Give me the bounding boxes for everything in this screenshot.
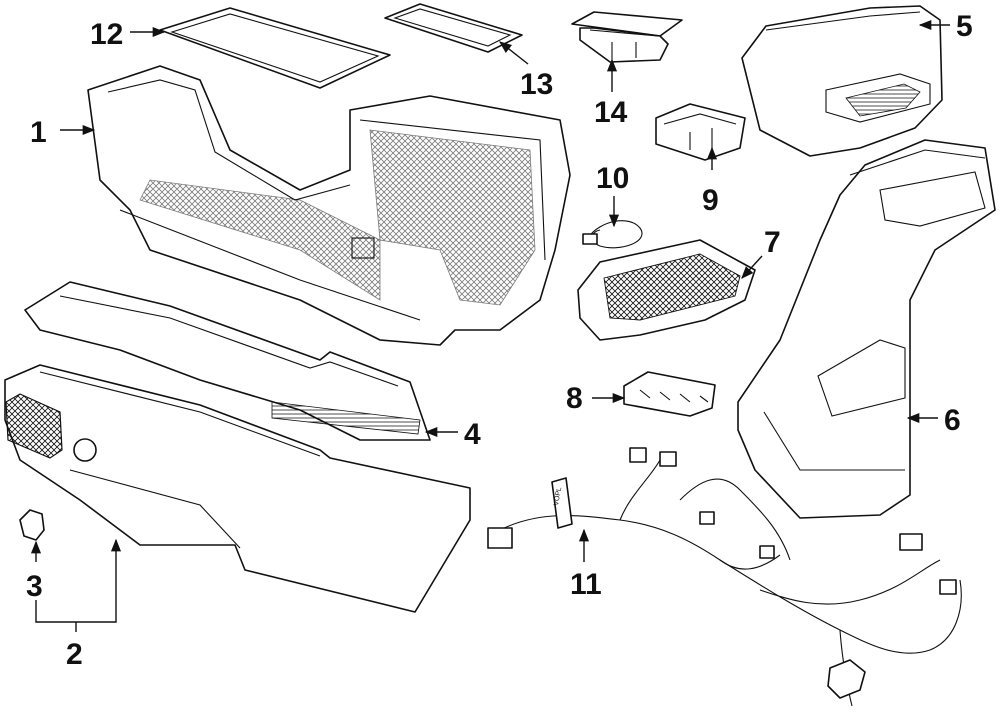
part-9-switch-module (655, 103, 746, 161)
arrow-13 (499, 41, 529, 65)
part-1-console-frame (87, 65, 571, 346)
callout-1: 1 (30, 116, 47, 149)
callout-2: 2 (66, 638, 83, 671)
part-13-storage-mat (384, 3, 523, 53)
arrow-7 (741, 255, 763, 279)
callout-3: 3 (26, 570, 43, 603)
callout-12: 12 (90, 18, 123, 51)
callout-11: 11 (570, 568, 602, 601)
callout-9: 9 (702, 184, 719, 217)
callout-7: 7 (764, 226, 781, 259)
part-7-cup-holder-assembly (577, 239, 756, 341)
part-10-usb-cable (582, 220, 643, 249)
part-3-push-clip (19, 509, 45, 541)
part-2-side-panel (4, 364, 471, 613)
callout-10: 10 (596, 162, 629, 195)
callout-labels: 12 13 14 1 5 9 10 7 8 4 6 3 11 2 (26, 10, 973, 671)
part-11-wiring-harness: VOPL (487, 447, 962, 707)
part-8-vent-module (623, 371, 716, 417)
part-6-rear-panel (737, 139, 996, 519)
part-12-armrest-lid (159, 7, 391, 89)
callout-5: 5 (956, 10, 973, 43)
part-14-cup-holder-insert (571, 11, 683, 63)
leader-arrows (30, 19, 950, 632)
callout-8: 8 (566, 382, 583, 415)
harness-tag-label: VOPL (553, 487, 563, 507)
bracket-2 (35, 538, 122, 623)
callout-13: 13 (520, 68, 553, 101)
part-5-rear-housing (741, 5, 943, 157)
callout-4: 4 (464, 418, 481, 451)
callout-14: 14 (594, 96, 628, 129)
callout-6: 6 (944, 404, 961, 437)
part-4-front-trim (24, 281, 431, 441)
